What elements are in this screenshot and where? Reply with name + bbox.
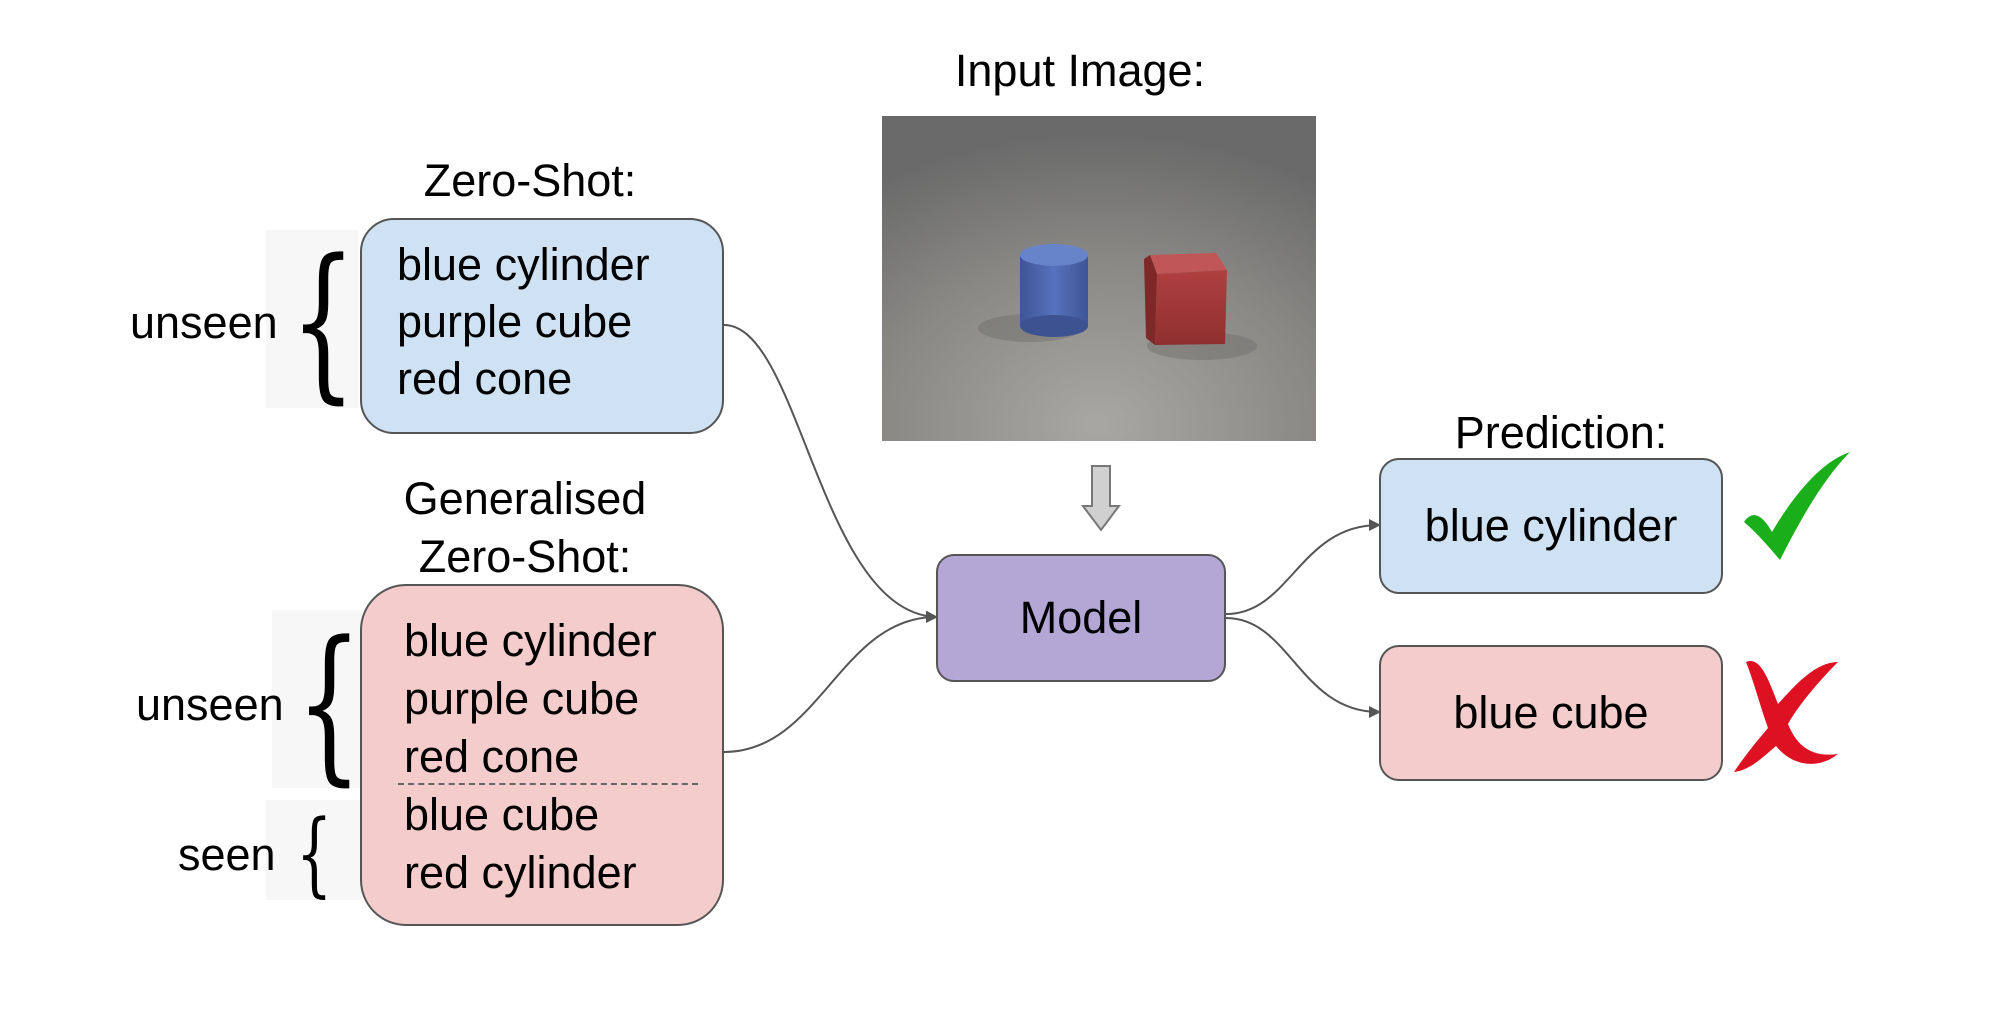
class-item: red cylinder bbox=[404, 847, 637, 898]
input-image bbox=[882, 116, 1316, 441]
prediction-title: Prediction: bbox=[1454, 407, 1668, 458]
model-label: Model bbox=[1019, 592, 1143, 643]
class-item: red cone bbox=[397, 353, 573, 404]
cross-icon bbox=[1734, 661, 1838, 772]
class-item: blue cylinder bbox=[404, 615, 657, 666]
generalised-unseen-bracket-bg bbox=[272, 610, 362, 788]
prediction-wrong-label: blue cube bbox=[1453, 687, 1649, 738]
down-arrow-icon bbox=[1081, 465, 1121, 532]
unseen-brace-icon: { bbox=[296, 605, 363, 801]
class-item: blue cylinder bbox=[397, 239, 650, 290]
input-image-title: Input Image: bbox=[954, 45, 1206, 96]
blue-cylinder-shape bbox=[1020, 255, 1088, 326]
prediction-correct-label: blue cylinder bbox=[1424, 500, 1678, 551]
generalised-seen-bracket-bg bbox=[266, 800, 362, 900]
generalised-to-model-connector bbox=[723, 611, 938, 753]
generalised-unseen-label: unseen bbox=[136, 679, 284, 730]
prediction-wrong-box: blue cube bbox=[1379, 645, 1723, 781]
zero-shot-unseen-label: unseen bbox=[130, 297, 278, 348]
generalised-title-line1: Generalised bbox=[403, 473, 647, 524]
checkmark-icon bbox=[1744, 452, 1850, 560]
model-to-correct-connector bbox=[1225, 519, 1381, 615]
seen-unseen-divider bbox=[398, 783, 698, 785]
red-cube-shape bbox=[1144, 253, 1227, 345]
zero-shot-title: Zero-Shot: bbox=[423, 155, 637, 206]
class-item: purple cube bbox=[397, 296, 633, 347]
prediction-correct-box: blue cylinder bbox=[1379, 458, 1723, 594]
seen-brace-icon: { bbox=[296, 800, 333, 907]
zero-shot-to-model-connector bbox=[723, 324, 938, 623]
generalised-seen-label: seen bbox=[178, 829, 276, 880]
zero-shot-bracket-bg bbox=[266, 230, 358, 408]
class-item: purple cube bbox=[404, 673, 640, 724]
generalised-class-box: blue cylinder purple cube red cone blue … bbox=[360, 584, 724, 926]
zero-shot-class-box: blue cylinder purple cube red cone bbox=[360, 218, 724, 434]
unseen-brace-icon: { bbox=[290, 223, 357, 419]
generalised-title-line2: Zero-Shot: bbox=[418, 531, 632, 582]
class-item: blue cube bbox=[404, 789, 600, 840]
class-item: red cone bbox=[404, 731, 580, 782]
model-box: Model bbox=[936, 554, 1226, 682]
model-to-wrong-connector bbox=[1225, 617, 1381, 718]
